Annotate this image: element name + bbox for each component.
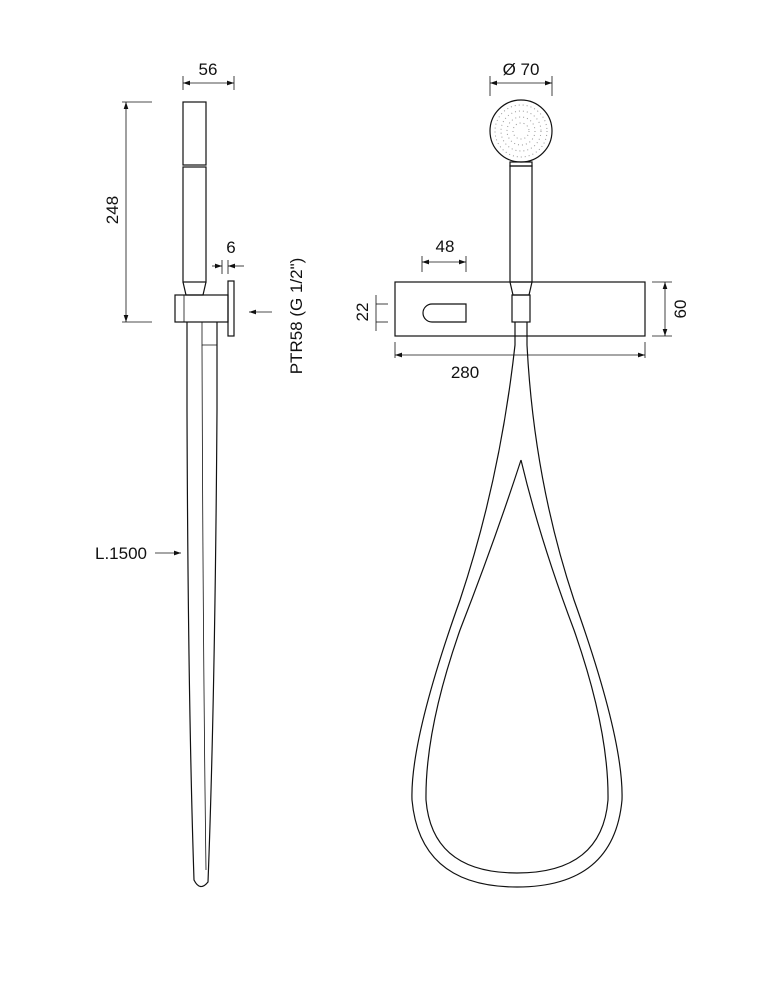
hand-shower-side: [174, 101, 235, 337]
side-view: 56 248 6 PTR58 (G 1/2") L.1500: [95, 60, 306, 888]
front-view: Ø 70 48 22 60 280: [353, 60, 690, 888]
hose-loop: [411, 322, 623, 888]
plate-height-dimension: 60: [671, 300, 690, 319]
head-diameter-dimension: Ø 70: [503, 60, 540, 79]
wall-plate-front: [394, 281, 646, 337]
width-dimension: 56: [199, 60, 218, 79]
connection-label: PTR58 (G 1/2"): [287, 258, 306, 375]
slot-width-dimension: 48: [436, 237, 455, 256]
plate-thickness-dimension: 6: [226, 238, 235, 257]
height-dimension: 248: [103, 196, 122, 224]
shower-head: [489, 99, 553, 323]
plate-width-dimension: 280: [451, 363, 479, 382]
hose-side: [186, 322, 218, 888]
slot: [422, 303, 467, 323]
wall-plate: [227, 280, 235, 337]
hose-length-label: L.1500: [95, 544, 147, 563]
slot-height-dimension: 22: [353, 303, 372, 322]
